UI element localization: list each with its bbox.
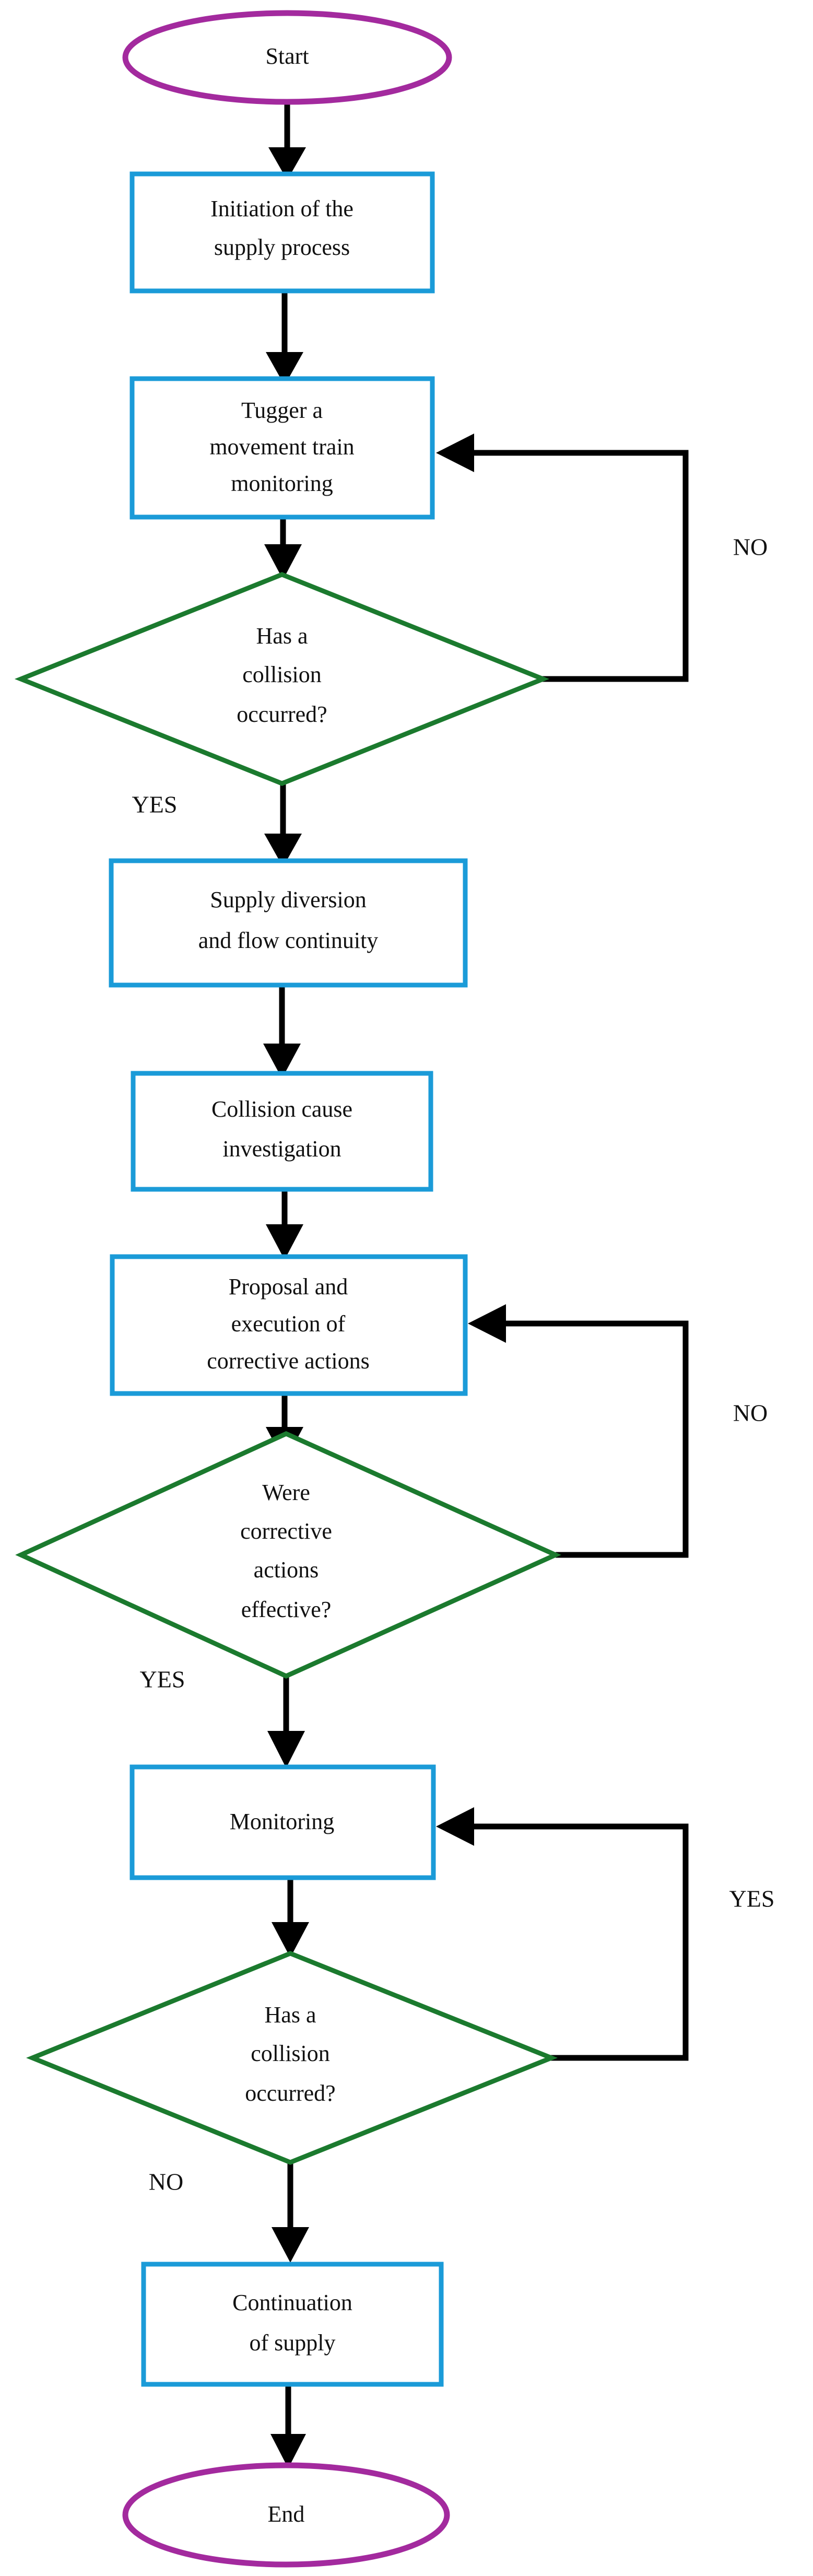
corrective-actions-line-1: Proposal and <box>229 1274 348 1299</box>
collision-check-1-line-2: collision <box>242 662 322 687</box>
cause-investigation-line-2: investigation <box>222 1136 341 1162</box>
collision-check-2-line-1: Has a <box>265 2002 316 2028</box>
collision-check-1-line-1: Has a <box>256 623 308 649</box>
monitoring-label: Monitoring <box>230 1809 334 1834</box>
branch-label-no-2: NO <box>733 1400 768 1426</box>
effective-check-diamond <box>15 1431 561 1679</box>
node-monitoring[interactable]: Monitoring <box>129 1764 436 1880</box>
branch-label-yes-3: YES <box>729 1886 775 1912</box>
edge-start-to-initiation <box>268 102 306 180</box>
edge-collision1-yes-to-diversion <box>264 782 302 867</box>
effective-check-line-2: corrective <box>240 1518 332 1544</box>
connector-layer <box>263 102 689 2468</box>
node-corrective-actions[interactable]: Proposal and execution of corrective act… <box>110 1254 468 1396</box>
monitoring-box <box>129 1764 436 1880</box>
collision-check-1-diamond <box>14 572 550 786</box>
branch-label-yes-1: YES <box>132 791 178 818</box>
edge-tugger-to-collision1 <box>264 517 302 580</box>
collision-check-1-line-3: occurred? <box>237 701 327 727</box>
edge-initiation-to-tugger <box>266 291 303 385</box>
node-collision-check-2[interactable]: Has a collision occurred? <box>26 1951 558 2165</box>
edge-diversion-to-investigation <box>263 983 301 1079</box>
node-start[interactable]: Start <box>122 10 452 105</box>
edge-monitoring-to-collision2 <box>272 1878 309 1958</box>
corrective-actions-box <box>110 1254 468 1396</box>
node-initiation[interactable]: Initiation of the supply process <box>129 171 435 294</box>
edge-collision2-yes-loop <box>436 1807 689 2061</box>
initiation-label-line-1: Initiation of the <box>210 196 354 221</box>
node-collision-check-1[interactable]: Has a collision occurred? <box>14 572 550 786</box>
continuation-box <box>141 2262 444 2387</box>
continuation-line-2: of supply <box>250 2330 336 2356</box>
supply-diversion-line-1: Supply diversion <box>210 887 366 912</box>
effective-check-line-1: Were <box>262 1480 310 1505</box>
branch-label-no-3: NO <box>149 2169 183 2195</box>
tugger-label-line-1: Tugger a <box>241 397 323 423</box>
branch-label-no-1: NO <box>733 534 768 560</box>
collision-check-2-diamond <box>26 1951 558 2165</box>
tugger-monitoring-box <box>129 376 435 520</box>
start-ellipse <box>122 10 452 105</box>
branch-label-yes-2: YES <box>140 1666 185 1693</box>
edge-continuation-to-end <box>270 2384 306 2468</box>
node-tugger-monitoring[interactable]: Tugger a movement train monitoring <box>129 376 435 520</box>
end-label: End <box>268 2501 305 2527</box>
continuation-line-1: Continuation <box>232 2290 352 2315</box>
node-cause-investigation[interactable]: Collision cause investigation <box>131 1071 433 1192</box>
node-supply-diversion[interactable]: Supply diversion and flow continuity <box>109 858 468 988</box>
tugger-label-line-3: monitoring <box>231 471 333 496</box>
effective-check-line-4: effective? <box>241 1597 332 1622</box>
corrective-actions-line-2: execution of <box>231 1311 346 1337</box>
start-label: Start <box>265 43 309 69</box>
edge-effective-no-loop <box>468 1304 689 1558</box>
node-end[interactable]: End <box>122 2462 450 2568</box>
collision-check-2-line-3: occurred? <box>245 2080 335 2106</box>
edge-effective-yes-to-monitoring <box>267 1676 305 1768</box>
tugger-label-line-2: movement train <box>209 434 354 460</box>
initiation-label-line-2: supply process <box>214 235 350 260</box>
collision-check-2-line-2: collision <box>251 2041 330 2066</box>
cause-investigation-box <box>131 1071 433 1192</box>
initiation-box <box>129 171 435 294</box>
edge-collision1-no-loop <box>436 434 689 682</box>
effective-check-line-3: actions <box>254 1557 319 1583</box>
node-effective-check[interactable]: Were corrective actions effective? <box>15 1431 561 1679</box>
end-ellipse <box>122 2462 450 2568</box>
supply-diversion-box <box>109 858 468 988</box>
branch-label-layer: NO YES NO YES YES NO <box>132 534 775 2195</box>
edge-investigation-to-corrective <box>266 1188 303 1260</box>
node-continuation[interactable]: Continuation of supply <box>141 2262 444 2387</box>
cause-investigation-line-1: Collision cause <box>211 1096 352 1122</box>
corrective-actions-line-3: corrective actions <box>207 1348 370 1374</box>
supply-diversion-line-2: and flow continuity <box>198 928 379 953</box>
edge-collision2-no-to-continuation <box>272 2161 309 2263</box>
